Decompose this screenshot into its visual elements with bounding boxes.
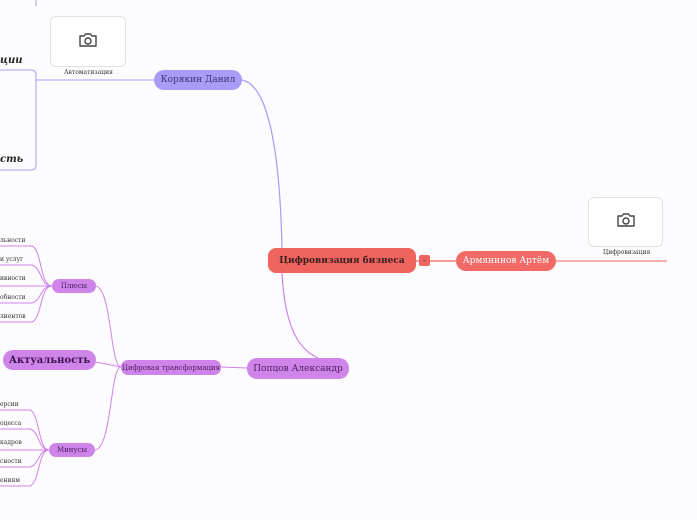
branch-popcov[interactable]: Попцов Александр: [247, 358, 349, 379]
minus-leaf-1[interactable]: ерсии: [0, 401, 19, 408]
minus-leaf-2[interactable]: оцесса: [0, 420, 22, 427]
minus-leaf-5[interactable]: ениям: [0, 477, 21, 484]
image-card-koryakin[interactable]: [50, 16, 126, 67]
plus-leaf-1[interactable]: льности: [0, 237, 26, 244]
minus-leaf-4[interactable]: сности: [0, 458, 22, 465]
collapse-badge[interactable]: -: [419, 255, 430, 266]
camera-icon: [616, 212, 636, 232]
topic-minus[interactable]: Минусы: [49, 443, 95, 457]
branch-koryakin[interactable]: Корякин Данил: [154, 70, 242, 90]
image-caption-koryakin: Автоматизация: [64, 69, 113, 76]
plus-leaf-2[interactable]: и услуг: [0, 256, 24, 263]
plus-leaf-5[interactable]: лиентов: [0, 313, 26, 320]
minus-leaf-3[interactable]: кадров: [0, 439, 22, 446]
koryakin-box-text-2: сть: [0, 154, 24, 165]
plus-leaf-3[interactable]: ивности: [0, 275, 26, 282]
image-card-armyaninov[interactable]: [588, 197, 663, 247]
branch-armyaninov[interactable]: Армянинов Артём: [456, 251, 556, 271]
central-topic[interactable]: Цифровизация бизнеса: [268, 248, 416, 273]
camera-icon: [78, 32, 98, 52]
koryakin-box-text-1: ции: [0, 55, 23, 66]
plus-leaf-4[interactable]: обности: [0, 294, 26, 301]
image-caption-armyaninov: Цифровизация: [603, 249, 651, 256]
topic-actuality[interactable]: Актуальность: [3, 350, 96, 370]
topic-plus[interactable]: Плюсы: [52, 279, 96, 293]
topic-digital-transformation[interactable]: Цифровая трансформация: [121, 360, 221, 375]
